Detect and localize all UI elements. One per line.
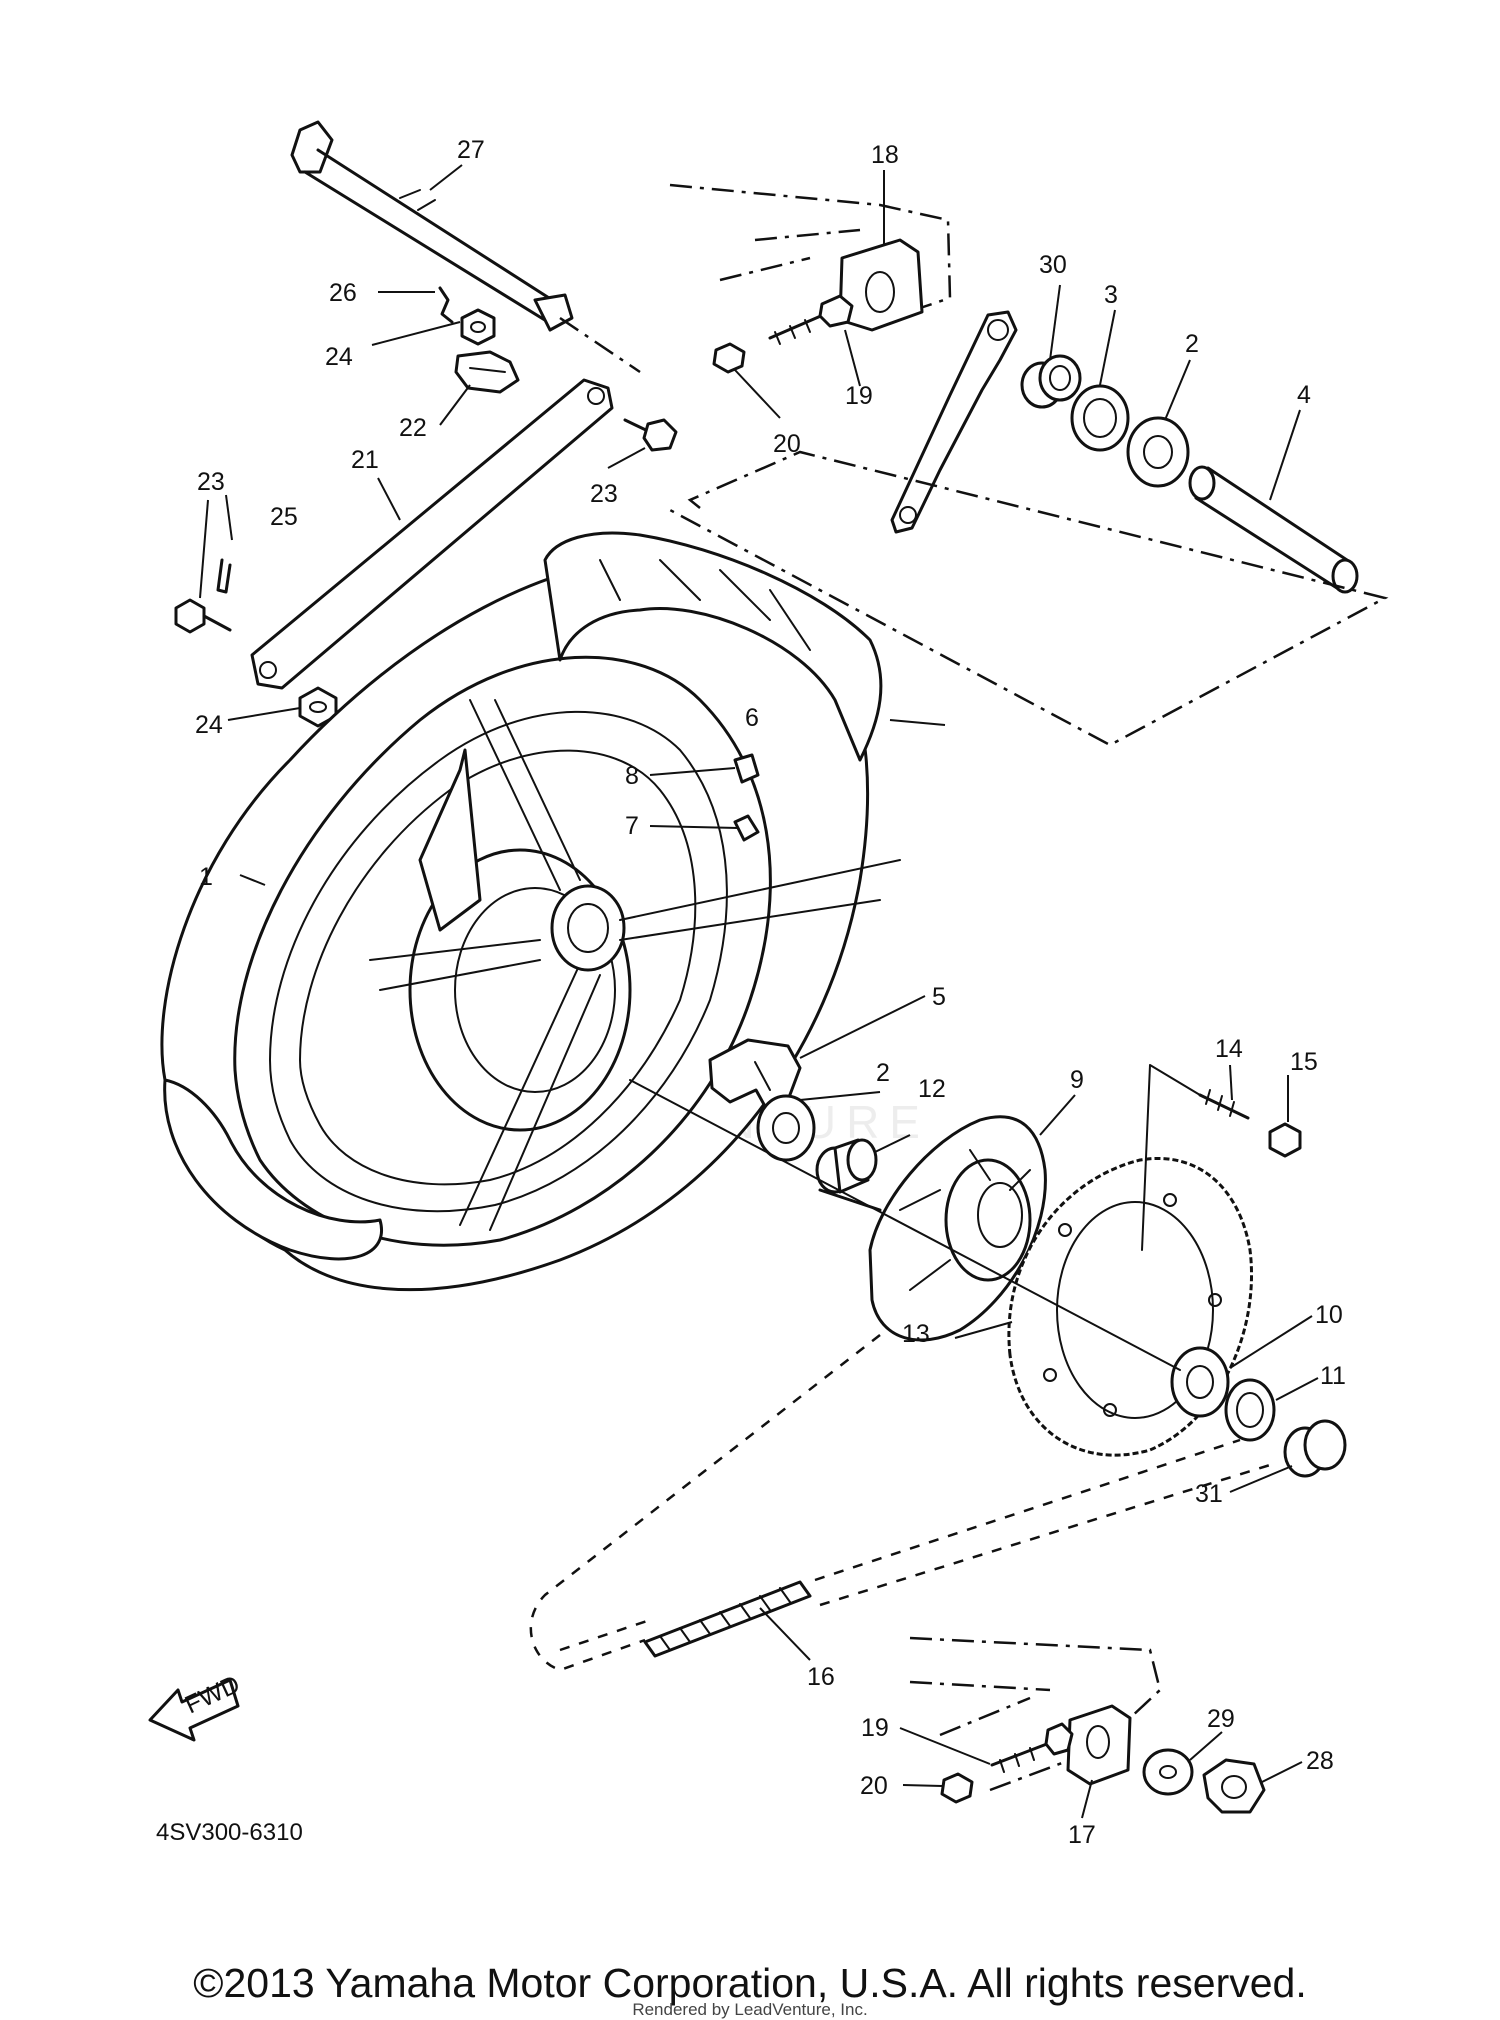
callout-part-14: 14 <box>1215 1035 1243 1063</box>
callout-part-30: 30 <box>1039 251 1067 279</box>
bearing-part-10[interactable] <box>1170 1346 1230 1418</box>
callout-part-1: 1 <box>199 863 213 891</box>
sprocket-hub-part-9[interactable] <box>818 1115 1047 1342</box>
bearing-part-2-top[interactable] <box>1126 416 1190 488</box>
callout-part-16: 16 <box>807 1663 835 1691</box>
callout-part-17: 17 <box>1068 1821 1096 1849</box>
callout-part-27: 27 <box>457 136 485 164</box>
callout-part-15: 15 <box>1290 1048 1318 1076</box>
copyright-notice: ©2013 Yamaha Motor Corporation, U.S.A. A… <box>193 1960 1307 2006</box>
callout-part-6: 6 <box>745 704 759 732</box>
chain-adjuster-part-18[interactable] <box>669 183 952 332</box>
callout-part-19-top: 19 <box>845 382 873 410</box>
stud-part-14[interactable] <box>1198 1089 1250 1120</box>
callout-part-23-left: 23 <box>197 468 225 496</box>
oil-seal-part-3[interactable] <box>1070 384 1130 452</box>
callout-part-11: 11 <box>1320 1362 1346 1390</box>
callout-part-10: 10 <box>1315 1301 1343 1329</box>
callout-part-20-top: 20 <box>773 430 801 458</box>
collar-part-30[interactable] <box>1020 354 1082 409</box>
rendered-by-notice: Rendered by LeadVenture, Inc. <box>632 2000 868 2019</box>
nut-part-20-bottom[interactable] <box>940 1772 974 1804</box>
callout-part-13: 13 <box>902 1320 930 1348</box>
oil-seal-part-11[interactable] <box>1224 1378 1276 1442</box>
cotter-pin-part-25[interactable] <box>216 558 232 594</box>
clamp-part-22[interactable] <box>454 350 520 394</box>
bolt-part-19-top[interactable] <box>768 294 854 345</box>
callout-part-24-top: 24 <box>325 343 353 371</box>
callout-part-22: 22 <box>399 414 427 442</box>
spacer-part-4[interactable] <box>1188 465 1359 594</box>
axle-nut-part-28[interactable] <box>1202 1758 1266 1814</box>
callout-part-3: 3 <box>1104 281 1118 309</box>
forward-arrow-icon: FWD <box>148 1670 244 1742</box>
callout-labels: 27 26 24 22 21 25 23 23 24 18 30 3 2 4 1… <box>195 136 1346 1849</box>
callout-part-8: 8 <box>625 762 639 790</box>
valve-part-7[interactable] <box>733 814 760 842</box>
axle-part-27[interactable] <box>290 120 574 332</box>
bolt-part-23-left[interactable] <box>174 598 232 634</box>
callout-part-12: 12 <box>918 1075 946 1103</box>
bolt-part-23-right[interactable] <box>623 418 678 452</box>
rear-wheel-part-1[interactable] <box>160 531 901 1292</box>
caliper-bracket <box>890 310 1018 534</box>
drive-chain-part-16[interactable] <box>529 1334 1271 1672</box>
nut-part-15[interactable] <box>1268 1122 1302 1158</box>
axle-center-line <box>629 1079 1181 1371</box>
nut-part-24-top[interactable] <box>460 308 496 346</box>
callout-part-9: 9 <box>1070 1066 1084 1094</box>
callout-part-29: 29 <box>1207 1705 1235 1733</box>
callout-part-20-bottom: 20 <box>860 1772 888 1800</box>
collar-part-31[interactable] <box>1283 1419 1347 1478</box>
callout-part-28: 28 <box>1306 1747 1334 1775</box>
callout-part-2-bottom: 2 <box>876 1059 890 1087</box>
stud-guide <box>1141 1064 1201 1251</box>
chain-adjuster-part-17[interactable] <box>909 1636 1162 1792</box>
callout-part-4: 4 <box>1297 381 1311 409</box>
callout-part-24-bottom: 24 <box>195 711 223 739</box>
valve-part-8[interactable] <box>733 753 760 784</box>
leader-lines <box>199 164 1319 1819</box>
washer-part-29[interactable] <box>1142 1748 1194 1796</box>
bearing-part-2-bottom[interactable] <box>756 1094 816 1162</box>
bolt-part-19-bottom[interactable] <box>990 1722 1074 1773</box>
callout-part-19-bottom: 19 <box>861 1714 889 1742</box>
collar-part-12[interactable] <box>815 1138 878 1194</box>
callout-part-23-right: 23 <box>590 480 618 508</box>
callout-part-21: 21 <box>351 446 379 474</box>
axle-guide-line <box>559 316 1389 747</box>
diagram-code: 4SV300-6310 <box>156 1819 303 1846</box>
torque-arm-part-21[interactable] <box>250 378 614 690</box>
callout-part-2-top: 2 <box>1185 330 1199 358</box>
cotter-pin-part-26[interactable] <box>438 286 454 324</box>
callout-part-31: 31 <box>1195 1480 1223 1508</box>
callout-part-26: 26 <box>329 279 357 307</box>
callout-part-5: 5 <box>932 983 946 1011</box>
callout-part-25: 25 <box>270 503 298 531</box>
callout-part-7: 7 <box>625 812 639 840</box>
callout-part-18: 18 <box>871 141 899 169</box>
nut-part-20-top[interactable] <box>712 342 746 374</box>
